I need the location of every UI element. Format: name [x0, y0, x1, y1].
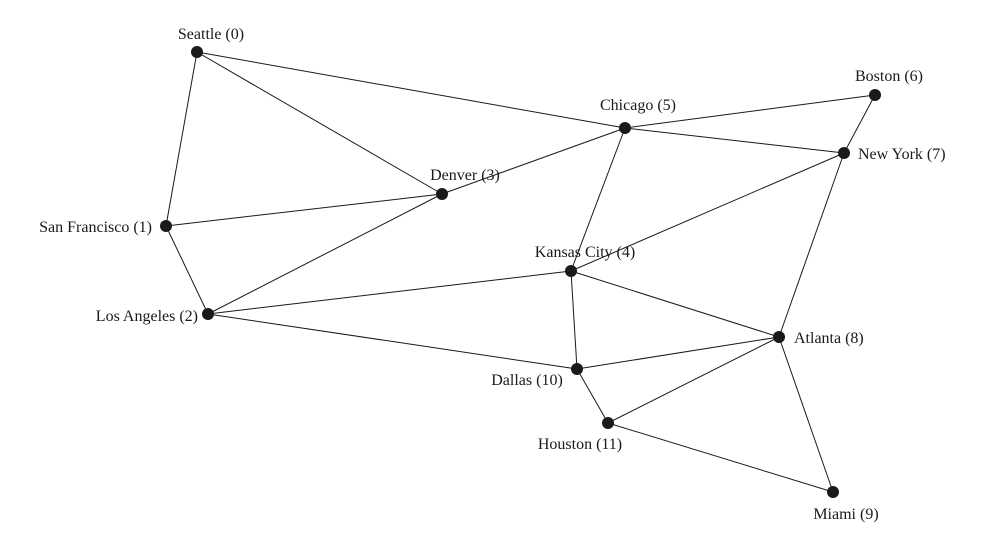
- node-label-2: Los Angeles (2): [96, 308, 198, 325]
- edge-6-7: [843, 94, 876, 154]
- node-label-4: Kansas City (4): [535, 244, 635, 261]
- node-label-8: Atlanta (8): [794, 330, 864, 347]
- node-label-7: New York (7): [858, 146, 946, 163]
- node-0: [191, 46, 203, 58]
- node-5: [619, 122, 631, 134]
- edge-4-7: [570, 152, 845, 272]
- node-label-10: Dallas (10): [491, 372, 563, 389]
- edge-2-3: [207, 193, 443, 315]
- node-4: [565, 265, 577, 277]
- node-2: [202, 308, 214, 320]
- node-3: [436, 188, 448, 200]
- edge-9-11: [607, 422, 834, 493]
- edge-8-9: [778, 336, 834, 493]
- edge-8-10: [576, 336, 780, 370]
- edge-4-10: [570, 270, 578, 370]
- edge-5-7: [624, 127, 845, 154]
- edge-7-8: [778, 152, 845, 338]
- node-label-11: Houston (11): [538, 436, 622, 453]
- edge-2-4: [207, 270, 572, 315]
- node-8: [773, 331, 785, 343]
- nodes-group: [160, 46, 881, 498]
- node-11: [602, 417, 614, 429]
- edge-1-2: [165, 225, 209, 315]
- node-label-5: Chicago (5): [600, 97, 676, 114]
- node-label-3: Denver (3): [430, 167, 500, 184]
- edge-1-3: [165, 193, 443, 227]
- node-1: [160, 220, 172, 232]
- node-label-0: Seattle (0): [178, 26, 244, 43]
- node-6: [869, 89, 881, 101]
- node-9: [827, 486, 839, 498]
- edge-4-8: [570, 270, 780, 338]
- node-10: [571, 363, 583, 375]
- edge-2-10: [207, 313, 578, 370]
- edges-group: [165, 51, 876, 493]
- edge-10-11: [576, 368, 609, 424]
- edge-4-5: [570, 127, 626, 272]
- node-7: [838, 147, 850, 159]
- labels-group: Seattle (0) San Francisco (1) Los Angeles …: [39, 26, 945, 523]
- node-label-6: Boston (6): [855, 68, 923, 85]
- edge-3-5: [441, 127, 626, 195]
- edge-0-1: [165, 51, 198, 227]
- edge-0-3: [196, 51, 443, 195]
- edge-5-6: [624, 94, 876, 129]
- edge-0-5: [196, 51, 626, 129]
- node-label-1: San Francisco (1): [39, 219, 152, 236]
- node-label-9: Miami (9): [813, 506, 878, 523]
- edge-8-11: [607, 336, 780, 424]
